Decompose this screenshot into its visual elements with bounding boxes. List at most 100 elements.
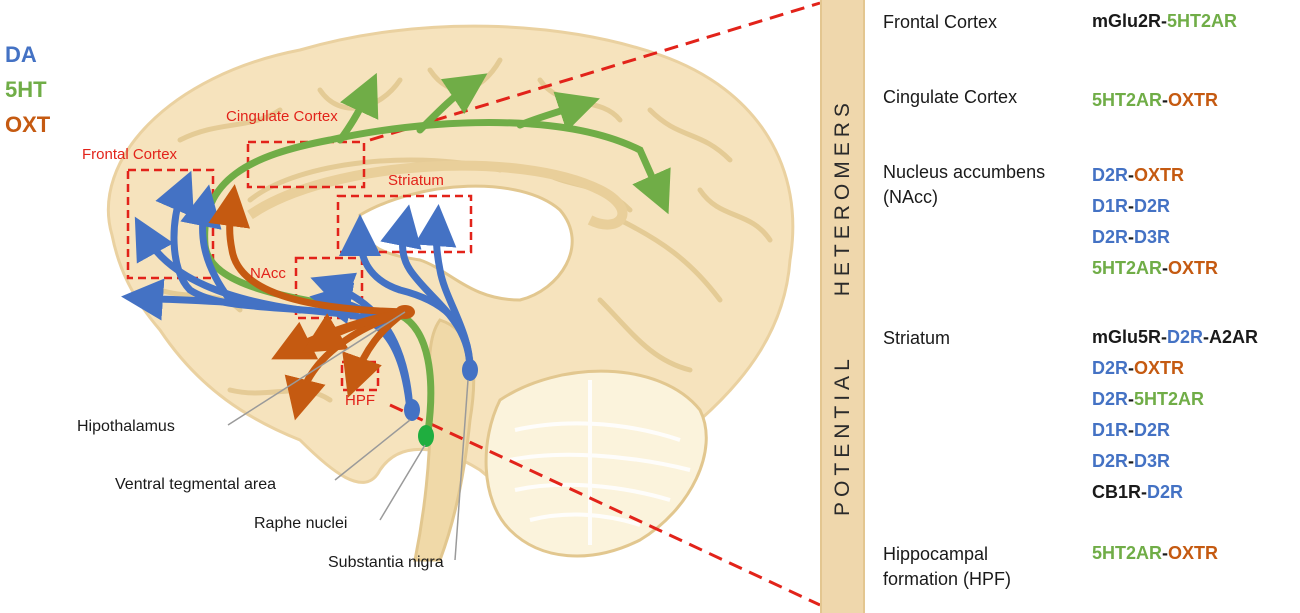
label-vta: Ventral tegmental area	[115, 476, 276, 493]
region-striatum: Striatum	[883, 328, 951, 348]
heteromer-separator: -	[1128, 420, 1135, 440]
da-pathway-frontal-3	[121, 278, 264, 321]
label-cingulate-cortex: Cingulate Cortex	[226, 108, 338, 125]
receptor-name: OXTR	[1168, 258, 1219, 278]
receptor-name: D2R	[1134, 420, 1171, 440]
hypothalamus-leader	[227, 311, 406, 426]
cerebellum	[484, 369, 708, 558]
label-frontal-cortex: Frontal Cortex	[82, 146, 178, 163]
vta-nucleus	[404, 399, 420, 421]
da-pathway-frontal-4	[180, 184, 234, 304]
receptor-name: D2R	[1167, 327, 1204, 347]
oxt-pathway-mid	[301, 308, 409, 353]
label-hpf: HPF	[345, 392, 375, 409]
legend-5ht: 5HT	[5, 77, 47, 102]
zoom-line-bottom	[389, 403, 821, 607]
heteromer-separator: -	[1128, 165, 1135, 185]
heteromers-hippocampal-formation: 5HT2AR-OXTR	[1092, 538, 1218, 569]
raphe-leader	[379, 444, 426, 521]
heteromer-separator: -	[1161, 327, 1168, 347]
receptor-name: 5HT2AR	[1167, 11, 1238, 31]
heteromer-separator: -	[1128, 451, 1135, 471]
oxt-pathway-cingulate	[208, 184, 409, 316]
band-title: POTENTIALHETEROMERS	[831, 98, 855, 516]
sht-pathway-cingulate	[336, 72, 379, 144]
heteromer-entry: mGlu2R-5HT2AR	[1092, 6, 1237, 37]
label-nacc: NAcc	[250, 265, 286, 282]
zoom-line-top	[369, 1, 821, 142]
region-cingulate-cortex: Cingulate Cortex	[883, 87, 1018, 107]
receptor-name: D2R	[1092, 358, 1129, 378]
receptor-name: mGlu2R	[1092, 11, 1162, 31]
heteromer-separator: -	[1128, 358, 1135, 378]
receptor-name: A2AR	[1209, 327, 1259, 347]
heteromer-entry: D1R-D2R	[1092, 415, 1258, 446]
heteromer-separator: -	[1141, 482, 1148, 502]
heteromer-entry: 5HT2AR-OXTR	[1092, 253, 1218, 284]
heteromer-entry: D2R-OXTR	[1092, 160, 1218, 191]
label-hypothalamus: Hipothalamus	[77, 418, 175, 435]
frontal-cortex-box	[126, 168, 215, 280]
sht-pathway-mid	[416, 73, 488, 134]
receptor-name: OXTR	[1168, 543, 1219, 563]
receptor-name: OXTR	[1134, 358, 1185, 378]
da-pathway-striatum-3	[414, 204, 474, 374]
substantia-nigra-leader	[454, 379, 469, 561]
label-raphe: Raphe nuclei	[254, 515, 348, 532]
heteromers-band: POTENTIALHETEROMERS	[820, 0, 865, 613]
heteromer-entry: mGlu5R-D2R-A2AR	[1092, 322, 1258, 353]
heteromer-separator: -	[1203, 327, 1210, 347]
legend-da: DA	[5, 42, 37, 67]
heteromer-entry: D2R-5HT2AR	[1092, 384, 1258, 415]
receptor-name: OXTR	[1168, 90, 1219, 110]
receptor-name: D2R	[1092, 227, 1129, 247]
receptor-name: D2R	[1147, 482, 1184, 502]
raphe-nucleus	[418, 425, 434, 447]
band-word-1: POTENTIAL	[830, 353, 854, 516]
receptor-name: D3R	[1134, 451, 1171, 471]
heteromer-entry: D2R-D3R	[1092, 446, 1258, 477]
receptor-name: D2R	[1092, 451, 1129, 471]
heteromer-separator: -	[1128, 227, 1135, 247]
da-pathway-frontal-2	[134, 216, 304, 314]
heteromer-separator: -	[1162, 90, 1169, 110]
heteromer-separator: -	[1161, 11, 1168, 31]
heteromers-frontal-cortex: mGlu2R-5HT2AR	[1092, 6, 1237, 37]
label-substantia-nigra: Substantia nigra	[328, 554, 444, 571]
striatum-box	[336, 194, 473, 254]
receptor-name: D2R	[1134, 196, 1171, 216]
vta-leader	[334, 419, 411, 481]
heteromer-separator: -	[1162, 543, 1169, 563]
substantia-nigra-nucleus	[462, 359, 478, 381]
heteromer-entry: 5HT2AR-OXTR	[1092, 538, 1218, 569]
heteromer-entry: D1R-D2R	[1092, 191, 1218, 222]
heteromer-entry: D2R-D3R	[1092, 222, 1218, 253]
region-nucleus-accumbens: Nucleus accumbens(NAcc)	[883, 162, 1046, 207]
legend-oxt: OXT	[5, 112, 51, 137]
heteromer-separator: -	[1128, 389, 1135, 409]
heteromer-entry: D2R-OXTR	[1092, 353, 1258, 384]
receptor-name: mGlu5R	[1092, 327, 1162, 347]
heteromer-separator: -	[1162, 258, 1169, 278]
heteromer-entry: CB1R-D2R	[1092, 477, 1258, 508]
receptor-name: D2R	[1092, 389, 1129, 409]
heteromer-separator: -	[1128, 196, 1135, 216]
receptor-name: 5HT2AR	[1092, 543, 1163, 563]
receptor-name: D1R	[1092, 196, 1129, 216]
sht-pathway-upper	[516, 91, 600, 132]
receptor-name: 5HT2AR	[1092, 258, 1163, 278]
receptor-name: D1R	[1092, 420, 1129, 440]
heteromer-entry: 5HT2AR-OXTR	[1092, 85, 1218, 116]
region-frontal-cortex: Frontal Cortex	[883, 12, 998, 32]
receptor-name: CB1R	[1092, 482, 1142, 502]
receptor-name: D3R	[1134, 227, 1171, 247]
receptor-name: 5HT2AR	[1092, 90, 1163, 110]
receptor-name: 5HT2AR	[1134, 389, 1205, 409]
heteromers-cingulate-cortex: 5HT2AR-OXTR	[1092, 85, 1218, 116]
label-striatum: Striatum	[388, 172, 444, 189]
receptor-name: OXTR	[1134, 165, 1185, 185]
